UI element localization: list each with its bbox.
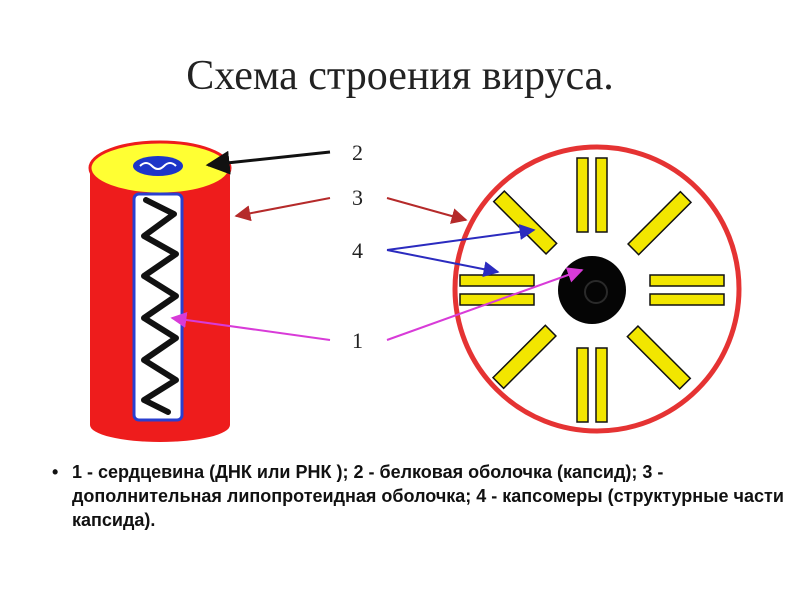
capsomer-segment <box>649 274 725 287</box>
arrow-label-3-left <box>234 197 331 222</box>
arrow-label-1-right <box>386 267 584 341</box>
arrow-label-3-right <box>386 197 468 224</box>
arrow-label-1-left <box>170 312 331 341</box>
capsomer <box>649 274 725 306</box>
cross-section-virus <box>452 144 742 434</box>
capsomer-segment <box>491 324 557 390</box>
legend-item: 1 - сердцевина (ДНК или РНК ); 2 - белко… <box>52 460 792 532</box>
capsomer <box>491 324 557 390</box>
capsomer-segment <box>459 274 535 287</box>
capsomer-segment <box>626 325 692 391</box>
capsomers-group <box>459 157 725 423</box>
capsomer <box>576 157 608 233</box>
leader-arrows <box>170 150 584 341</box>
core-inner-ring <box>584 280 608 304</box>
arrow-label-2 <box>205 150 331 175</box>
label-1: 1 <box>352 328 363 353</box>
capsomer-segment <box>627 190 693 256</box>
core-circle <box>558 256 626 324</box>
capsomer-segment <box>595 157 608 233</box>
legend-list: 1 - сердцевина (ДНК или РНК ); 2 - белко… <box>52 460 792 532</box>
capsomer-segment <box>576 157 589 233</box>
page-title: Схема строения вируса. <box>186 53 614 99</box>
capsomer <box>576 347 608 423</box>
capsomer-segment <box>595 347 608 423</box>
label-2: 2 <box>352 140 363 165</box>
capsomer-segment <box>649 293 725 306</box>
capsomer-segment <box>576 347 589 423</box>
nucleic-acid-zigzag <box>141 197 179 415</box>
label-4: 4 <box>352 238 363 263</box>
capsomer <box>626 325 692 391</box>
core-top-ellipse <box>133 156 183 176</box>
core-top-squiggle <box>139 162 177 170</box>
arrow-label-4-lower <box>386 249 500 278</box>
arrow-label-4-upper <box>386 224 536 251</box>
capsomer <box>627 190 693 256</box>
label-3: 3 <box>352 185 363 210</box>
cylinder-virus <box>88 140 232 442</box>
